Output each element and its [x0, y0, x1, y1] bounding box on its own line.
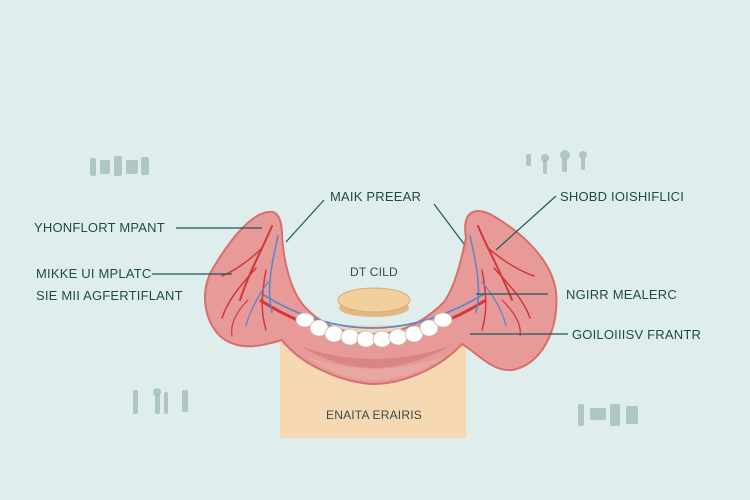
tooth — [295, 312, 315, 328]
tooth — [340, 328, 360, 346]
tooth — [388, 328, 408, 346]
label-right-top: SHOBD IOISHIFLICI — [560, 189, 684, 204]
lower-tissue-curve — [306, 356, 446, 380]
blurred-glyphs-bottom-left — [133, 388, 188, 414]
blurred-glyphs-top-left — [90, 156, 149, 176]
blurred-glyphs-bottom-right — [578, 404, 638, 426]
label-center-small: DT CILD — [350, 265, 398, 279]
implant-disc — [337, 287, 411, 317]
teeth-row — [295, 312, 453, 348]
label-left-mid-line1: MIKKE UI MPLATC — [36, 266, 151, 281]
leader-top-center-right — [433, 203, 465, 245]
label-left-mid-line2: SIE MII AGFERTIFLANT — [36, 288, 183, 303]
label-left-top: YHONFLORT MPANT — [34, 220, 165, 235]
nerve-line — [261, 293, 485, 329]
label-right-low: GOILOIIISV FRANTR — [572, 327, 701, 342]
tooth — [433, 312, 453, 328]
vessels-left — [221, 225, 279, 337]
tooth — [324, 325, 344, 343]
leader-top-center-left — [285, 199, 325, 243]
label-base: ENAITA ERAIRIS — [326, 408, 422, 422]
tooth — [419, 319, 439, 337]
leader-right-top — [495, 195, 557, 251]
vessels-right — [469, 225, 535, 337]
label-top-center: MAIK PREEAR — [330, 189, 421, 204]
oral-mucosa-inner — [300, 346, 450, 368]
tooth — [356, 330, 376, 348]
label-right-mid: NGIRR MEALERC — [566, 287, 677, 302]
tooth — [372, 330, 392, 348]
blurred-glyphs-top-right — [526, 150, 587, 174]
